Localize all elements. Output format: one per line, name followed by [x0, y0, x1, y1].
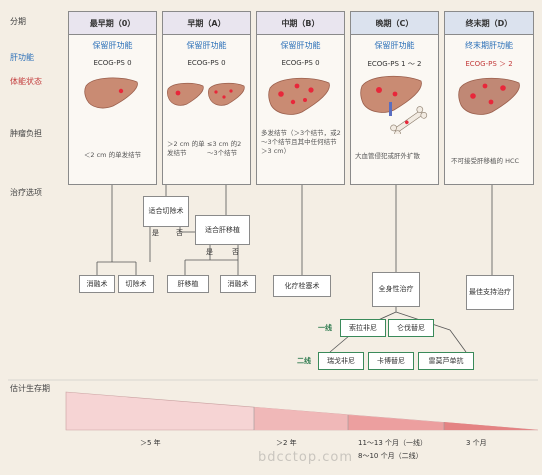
tumor-description: 多发结节（＞3个结节，或2～3个结节且其中任何结节＞3 cm） [261, 129, 341, 155]
best-support-box: 最佳支持治疗 [466, 275, 514, 310]
row-label-stage: 分期 [10, 17, 26, 26]
liver-function-label: 保留肝功能 [280, 41, 321, 50]
ablation-box: 消融术 [79, 275, 115, 293]
tumor-description: ≤3 cm 的2～3个结节 [207, 140, 242, 157]
ramucirumab-box: 雷莫芦单抗 [418, 352, 474, 370]
cabozantinib-box: 卡博替尼 [368, 352, 414, 370]
row-label-liver-function: 肝功能 [10, 53, 34, 62]
tumor-description: 不可接受肝移植的 HCC [451, 157, 520, 165]
stage-title: 终末期（D） [445, 12, 533, 35]
tumor-description: ＜2 cm 的单发结节 [83, 151, 142, 159]
stage-title: 最早期（0） [69, 12, 156, 35]
stage-title: 早期（A） [163, 12, 250, 35]
tace-box: 化疗栓塞术 [273, 275, 331, 297]
stage-column-b: 中期（B） 保留肝功能 ECOG-PS 0 多发结节（＞3个结节，或2～3个结节… [256, 11, 345, 185]
liver-function-label: 保留肝功能 [374, 41, 415, 50]
first-line-label: 一线 [318, 324, 332, 332]
ablation-box-2: 消融术 [220, 275, 256, 293]
survival-early: ＞5 年 [140, 439, 161, 447]
liver-icon [458, 77, 520, 115]
survival-advanced-second-line: 8～10 个月（二线） [358, 452, 423, 460]
systemic-therapy-box: 全身性治疗 [372, 272, 420, 307]
survival-advanced-first-line: 11～13 个月（一线） [358, 439, 428, 447]
row-label-treatment: 治疗选项 [10, 188, 42, 197]
ecog-label: ECOG-PS 0 [281, 59, 320, 67]
transplant-box: 肝移植 [167, 275, 209, 293]
stage-column-a: 早期（A） 保留肝功能 ECOG-PS 0 ＞2 cm 的单发结节 ≤3 cm … [162, 11, 251, 185]
ecog-label: ECOG-PS 1 ～ 2 [367, 60, 422, 68]
liver-icon [268, 77, 330, 115]
watermark: bdcctop.com [258, 450, 353, 465]
row-label-performance-status: 体能状态 [10, 77, 42, 86]
regorafenib-box: 瑞戈非尼 [318, 352, 364, 370]
no-label: 否 [176, 229, 183, 237]
survival-intermediate: ＞2 年 [276, 439, 297, 447]
row-label-survival: 估计生存期 [10, 384, 50, 393]
resection-box: 切除术 [118, 275, 154, 293]
ecog-label: ECOG-PS 0 [93, 59, 132, 67]
row-label-tumor-burden: 肿瘤负担 [10, 129, 42, 138]
stage-column-d: 终末期（D） 终末期肝功能 ECOG-PS ＞ 2 不可接受肝移植的 HCC [444, 11, 534, 185]
yes-label: 是 [152, 229, 159, 237]
sorafenib-box: 索拉非尼 [340, 319, 386, 337]
liver-icon [166, 82, 204, 106]
tumor-description: ＞2 cm 的单发结节 [167, 140, 205, 157]
stage-column-0: 最早期（0） 保留肝功能 ECOG-PS 0 ＜2 cm 的单发结节 [68, 11, 157, 185]
stage-column-c: 晚期（C） 保留肝功能 ECOG-PS 1 ～ 2 大血管侵犯或肝外扩散 [350, 11, 439, 185]
liver-function-label: 保留肝功能 [92, 41, 133, 50]
yes-label: 是 [206, 248, 213, 256]
stage-title: 中期（B） [257, 12, 344, 35]
liver-icon [207, 82, 245, 106]
resection-candidate-box: 适合切除术 [143, 196, 189, 227]
survival-terminal: 3 个月 [466, 439, 487, 447]
liver-with-metastasis-icon [360, 75, 428, 134]
stage-title: 晚期（C） [351, 12, 438, 35]
liver-function-label: 终末期肝功能 [465, 41, 513, 50]
no-label: 否 [232, 248, 239, 256]
ecog-label: ECOG-PS ＞ 2 [465, 60, 513, 68]
tumor-description: 大血管侵犯或肝外扩散 [355, 152, 420, 160]
second-line-label: 二线 [297, 357, 311, 365]
liver-function-label: 保留肝功能 [186, 41, 227, 50]
liver-icon [84, 77, 138, 109]
transplant-candidate-box: 适合肝移植 [195, 215, 250, 245]
lenvatinib-box: 仑伐替尼 [388, 319, 434, 337]
ecog-label: ECOG-PS 0 [187, 59, 226, 67]
